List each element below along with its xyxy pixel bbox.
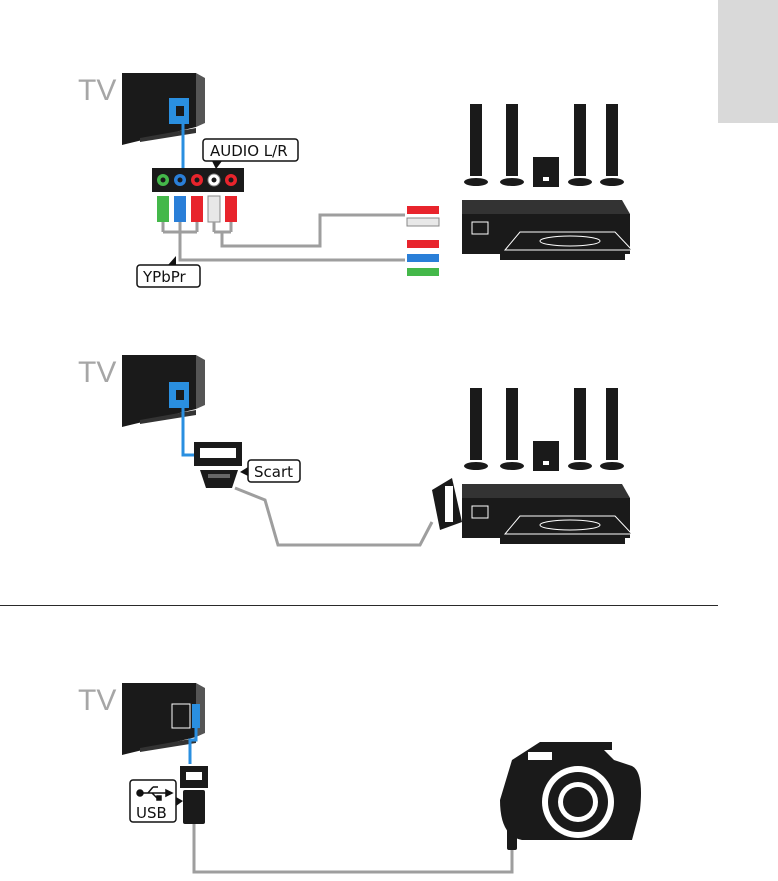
diagram-scart-connection: TV Scart [0,330,718,570]
rca-plug-icon [157,196,237,222]
tv-icon [122,683,205,755]
usb-cable [194,824,512,872]
scart-callout: Scart [240,460,300,482]
usb-callout: USB [130,780,183,822]
tv-label: TV [78,684,116,717]
scart-plug-icon [432,478,462,530]
usb-label: USB [136,804,167,822]
section-divider [0,605,718,606]
ypbpr-label: YPbPr [142,268,187,286]
audio-lr-label: AUDIO L/R [210,142,288,160]
subwoofer-icon [533,441,559,471]
scart-label: Scart [254,463,293,481]
component-connector-panel [152,168,244,192]
diagram-ypbpr-connection: TV AUDIO L/R [0,0,718,310]
player-rca-plugs [407,206,439,276]
tv-icon [122,73,205,145]
tv-icon [122,355,205,427]
diagram-usb-connection: TV USB [0,660,718,881]
tv-label: TV [78,74,116,107]
dvd-player-icon [462,484,632,544]
scart-plug-icon [194,442,242,488]
dvd-player-icon [462,200,632,260]
tv-label: TV [78,356,116,389]
subwoofer-icon [533,157,559,187]
section-tab [718,0,778,123]
usb-plug-icon [180,766,208,824]
scart-cable [235,488,432,545]
camera-icon [500,742,641,840]
audio-lr-callout: AUDIO L/R [203,139,298,169]
